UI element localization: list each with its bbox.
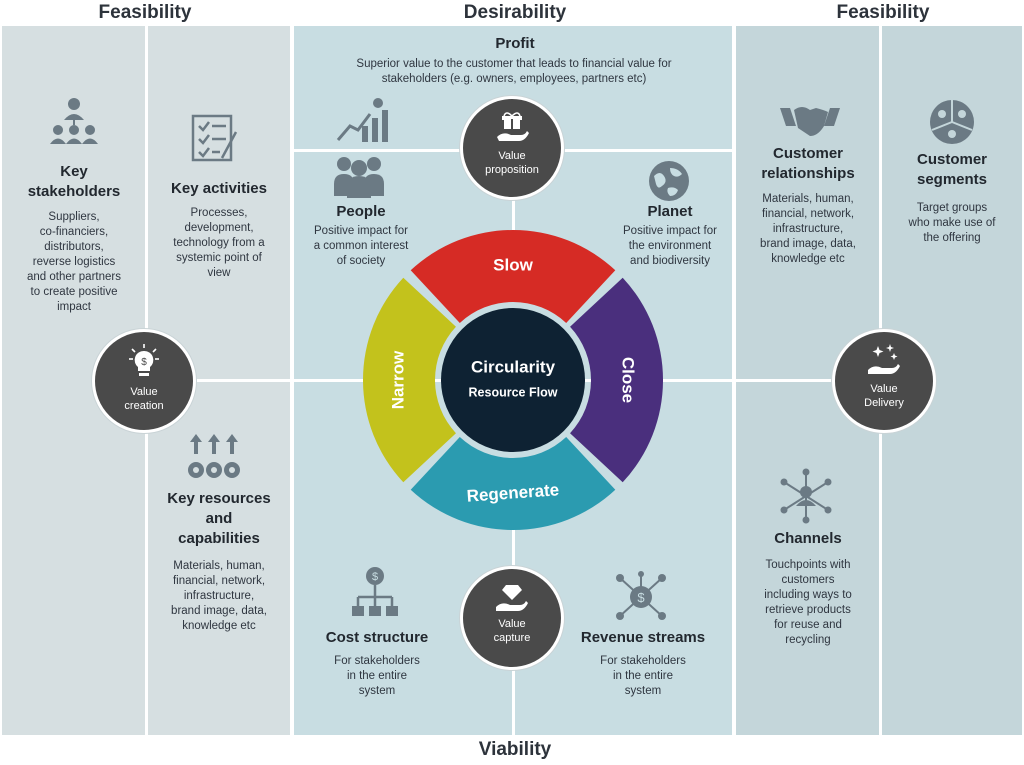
growth-chart-icon (336, 98, 388, 142)
profit-text: Superior value to the customer that lead… (356, 58, 672, 85)
revenue-network-icon: $ (616, 571, 666, 620)
wheel-label-slow: Slow (493, 255, 533, 274)
planet-title: Planet (647, 203, 693, 220)
stakeholders-icon (50, 98, 98, 144)
handshake-icon (780, 107, 840, 136)
wheel-segment-narrow (363, 277, 456, 483)
globe-icon (649, 161, 689, 201)
value-creation-node: $ Value creation (92, 329, 196, 433)
value-capture-node: Value capture (460, 566, 564, 670)
gift-hand-icon (497, 112, 529, 141)
wheel-center-subtitle: Resource Flow (469, 385, 558, 399)
value-delivery-node: Value Delivery (832, 329, 936, 433)
activities-icon (191, 114, 238, 162)
svg-text:$: $ (637, 590, 645, 605)
key-stakeholders-title: Key stakeholders (27, 163, 121, 200)
wheel-segment-slow (410, 229, 616, 323)
key-resources-title: Key resources and capabilities (167, 490, 271, 547)
divider-center-top-mid (512, 150, 515, 260)
value-capture-label: Value capture (493, 618, 531, 644)
lightbulb-dollar-icon: $ (129, 344, 159, 376)
key-activities-text: Processes, development, technology from … (173, 207, 265, 279)
wheel-label-close: Close (619, 357, 638, 403)
wheel-center-title: Circularity (471, 357, 556, 376)
people-title: People (336, 203, 386, 220)
wheel-label-narrow: Narrow (388, 350, 407, 409)
resources-gears-icon (188, 434, 240, 478)
divider-left-horizontal (147, 379, 290, 382)
header-desirability: Desirability (463, 2, 567, 23)
revenue-streams-title: Revenue streams (580, 629, 706, 646)
value-creation-label: Value creation (124, 386, 164, 412)
value-proposition-node: Value proposition (460, 96, 564, 200)
people-text: Positive impact for a common interest of… (313, 225, 409, 267)
customer-relationships-text: Materials, human, financial, network, in… (760, 193, 856, 265)
customer-relationships-title: Customer relationships (761, 145, 855, 182)
sparkle-hand-icon (868, 344, 900, 374)
key-resources-text: Materials, human, financial, network, in… (171, 560, 267, 632)
wheel-segment-regenerate (410, 437, 616, 530)
value-delivery-label: Value Delivery (864, 383, 904, 409)
key-stakeholders-text: Suppliers, co-financiers, distributors, … (27, 211, 121, 313)
channels-title: Channels (774, 530, 842, 547)
svg-text:$: $ (141, 357, 147, 368)
channels-text: Touchpoints with customers including way… (764, 559, 852, 646)
key-activities-title: Key activities (171, 180, 267, 197)
cost-structure-title: Cost structure (325, 629, 429, 646)
diamond-hand-icon (496, 585, 528, 611)
channels-network-icon (780, 468, 832, 524)
revenue-streams-text: For stakeholders in the entire system (600, 655, 686, 697)
planet-text: Positive impact for the environment and … (623, 225, 717, 267)
people-group-icon (334, 157, 384, 198)
customer-segments-title: Customer segments (916, 151, 988, 188)
segments-pie-icon (930, 100, 974, 144)
wheel-segment-close (570, 277, 663, 483)
cost-structure-text: For stakeholders in the entire system (334, 655, 420, 697)
cost-hierarchy-icon: $ (352, 567, 398, 616)
header-feasibility-right: Feasibility (836, 2, 930, 23)
header-feasibility-left: Feasibility (98, 2, 192, 23)
divider-right-horizontal (736, 379, 879, 382)
svg-text:$: $ (372, 571, 378, 583)
wheel-center (441, 308, 585, 452)
value-proposition-label: Value proposition (485, 150, 539, 176)
customer-segments-text: Target groups who make use of the offeri… (908, 202, 996, 244)
header-viability: Viability (478, 739, 552, 760)
profit-title: Profit (495, 35, 535, 52)
